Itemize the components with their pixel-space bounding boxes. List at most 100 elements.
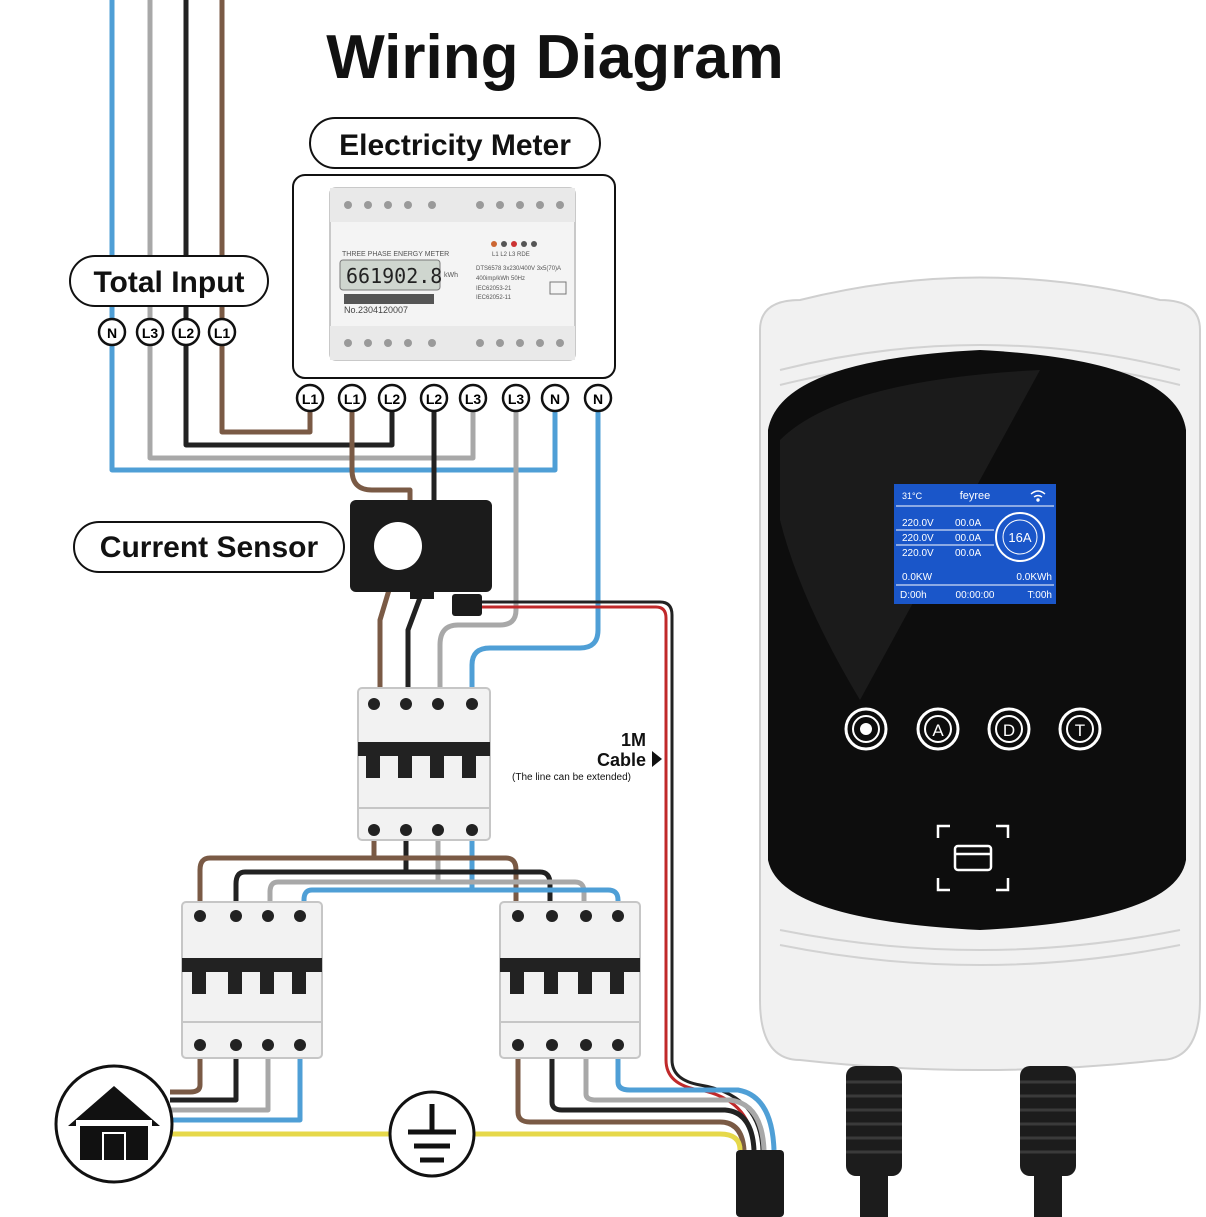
charger-cable-left	[846, 1066, 902, 1217]
wiring-group	[109, 0, 777, 1151]
meter-terminals: L1 L1 L2 L2 L3 L3 N N	[295, 383, 613, 413]
meter-terminal: L1	[295, 383, 325, 413]
screen-current-2: 00.0A	[955, 533, 981, 544]
svg-text:(The line can be extended): (The line can be extended)	[512, 772, 631, 783]
screen-amp-setting: 16A	[1008, 530, 1031, 545]
svg-text:Total Input: Total Input	[93, 266, 244, 299]
meter-terminal: L1	[337, 383, 367, 413]
nfc-card-icon[interactable]	[936, 824, 1010, 892]
svg-text:L2: L2	[178, 325, 195, 341]
main-breaker	[357, 687, 491, 841]
screen-temperature: 31°C	[902, 491, 923, 501]
charger-wire-blue	[615, 1055, 777, 1151]
house-wire-brown	[170, 1055, 203, 1095]
right-breaker	[499, 901, 641, 1059]
svg-text:L3: L3	[465, 391, 482, 407]
charger-button-power[interactable]	[844, 707, 888, 751]
bus-wire-grey	[267, 840, 441, 905]
meter-heading: THREE PHASE ENERGY METER	[342, 251, 449, 258]
input-wire-blue	[109, 0, 558, 473]
cable-label: 1M Cable (The line can be extended)	[512, 730, 662, 783]
house-wire-black	[170, 1055, 239, 1103]
meter-spec-4: IEC62052-11	[476, 295, 512, 301]
svg-text:Electricity Meter: Electricity Meter	[339, 129, 571, 162]
sensor-cable-red	[480, 605, 756, 1151]
meter-unit: kWh	[444, 272, 458, 279]
charger-button-a[interactable]: A	[916, 707, 960, 751]
meter-phase-leds: L1 L2 L3 RDE	[492, 252, 530, 258]
svg-text:L1: L1	[344, 391, 361, 407]
svg-text:L2: L2	[384, 391, 401, 407]
out-wire-grey	[437, 410, 519, 700]
charger-button-d[interactable]: D	[987, 707, 1031, 751]
input-terminal: L3	[135, 317, 165, 347]
svg-text:T: T	[1075, 721, 1085, 740]
screen-power: 0.0KW	[902, 572, 933, 583]
charger-wire-grey	[583, 1055, 767, 1151]
svg-text:N: N	[550, 391, 560, 407]
input-wire-brown	[219, 0, 313, 435]
page-title: Wiring Diagram	[326, 23, 784, 92]
ev-charger: 31°C feyree 220.0V 00.0A 220.0V 00.0A 22…	[759, 276, 1201, 1071]
screen-duration: D:00h	[900, 590, 927, 601]
svg-text:D: D	[1003, 721, 1015, 740]
ce-mark	[549, 281, 567, 295]
cable-arrow-icon	[652, 751, 662, 767]
energy-meter: THREE PHASE ENERGY METER 661902.8 kWh No…	[329, 187, 576, 361]
svg-text:N: N	[107, 325, 117, 341]
screen-timer: 00:00:00	[956, 590, 995, 601]
charger-cable-right	[1020, 1066, 1076, 1217]
charger-wire-black	[549, 1055, 757, 1151]
ground-wire-yellow	[170, 1131, 743, 1151]
screen-current-3: 00.0A	[955, 548, 981, 559]
screen-timer-total: T:00h	[1028, 590, 1052, 601]
svg-text:L3: L3	[142, 325, 159, 341]
meter-reading: 661902.8	[346, 264, 442, 288]
current-sensor-label: Current Sensor	[73, 521, 345, 573]
total-input-terminals: N L3 L2 L1	[97, 317, 237, 347]
home-icon	[54, 1064, 174, 1184]
input-terminal: L1	[207, 317, 237, 347]
svg-text:A: A	[932, 721, 944, 740]
screen-voltage-2: 220.0V	[902, 533, 934, 544]
input-terminal: N	[97, 317, 127, 347]
input-terminal: L2	[171, 317, 201, 347]
screen-brand: feyree	[960, 490, 991, 502]
bus-wire-blue	[301, 840, 475, 905]
wifi-icon	[1030, 490, 1046, 502]
charger-screen: 31°C feyree 220.0V 00.0A 220.0V 00.0A 22…	[894, 484, 1056, 604]
svg-text:L3: L3	[508, 391, 525, 407]
meter-barcode	[344, 294, 434, 304]
charger-button-t[interactable]: T	[1058, 707, 1102, 751]
sensor-cable-black	[480, 600, 764, 1151]
current-sensor-clamp	[350, 500, 492, 616]
meter-spec-1: DTS6578 3x230/400V 3x5(70)A	[476, 266, 561, 272]
meter-terminal: N	[583, 383, 613, 413]
meter-serial: No.2304120007	[344, 305, 408, 315]
house-wire-blue	[170, 1055, 303, 1123]
meter-spec-3: IEC62053-21	[476, 286, 512, 292]
input-wire-black	[183, 0, 395, 448]
svg-text:L2: L2	[426, 391, 443, 407]
screen-voltage-3: 220.0V	[902, 548, 934, 559]
svg-text:L1: L1	[214, 325, 231, 341]
svg-text:Current Sensor: Current Sensor	[100, 531, 319, 564]
svg-text:1M: 1M	[621, 730, 646, 750]
svg-text:Cable: Cable	[597, 750, 646, 770]
bus-wire-blue-2	[472, 887, 621, 905]
meter-leds	[491, 241, 537, 247]
supply-cable-jacket	[736, 1150, 784, 1217]
screen-voltage-1: 220.0V	[902, 518, 934, 529]
svg-text:L1: L1	[302, 391, 319, 407]
electricity-meter-label: Electricity Meter	[309, 117, 601, 169]
meter-terminal: L2	[377, 383, 407, 413]
amp-dial	[995, 512, 1045, 562]
out-wire-blue	[469, 410, 601, 700]
input-wire-grey	[147, 0, 476, 461]
screen-energy: 0.0KWh	[1016, 572, 1052, 583]
house-wire-grey	[170, 1055, 271, 1113]
total-input-label: Total Input	[69, 255, 269, 307]
meter-terminal: N	[540, 383, 570, 413]
ground-icon	[388, 1090, 476, 1178]
meter-terminal: L2	[419, 383, 449, 413]
